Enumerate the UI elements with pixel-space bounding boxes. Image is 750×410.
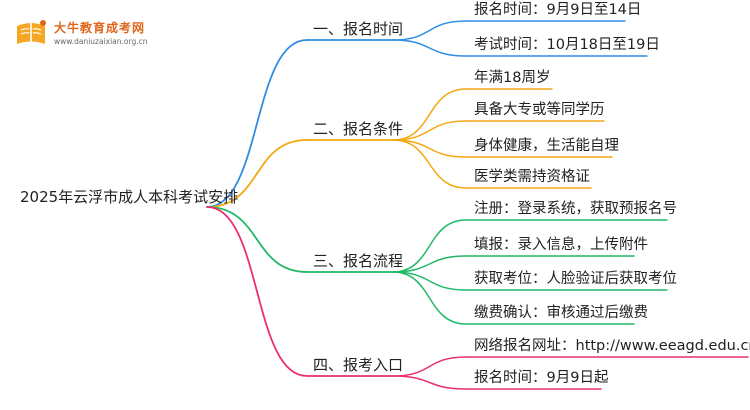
leaf-connector [392, 120, 467, 141]
leaf-connector [392, 271, 467, 325]
logo-name: 大牛教育成考网 [54, 21, 146, 35]
leaf-connector [392, 375, 467, 390]
leaf-connector [392, 88, 467, 141]
leaf-label: 获取考位：人脸验证后获取考位 [474, 271, 677, 287]
leaf-label: 年满18周岁 [474, 70, 551, 86]
root-topic: 2025年云浮市成人本科考试安排 [20, 188, 239, 206]
leaf-connector [392, 356, 467, 377]
leaf-label: 具备大专或等同学历 [474, 102, 605, 118]
leaf-connector [392, 271, 467, 291]
leaf-label: 报名时间：9月9日至14日 [474, 2, 642, 18]
leaf-connector [392, 219, 467, 273]
branch-label: 一、报名时间 [313, 20, 404, 38]
leaf-label: 医学类需持资格证 [474, 169, 590, 185]
leaf-connector [392, 39, 467, 57]
leaf-label: 考试时间：10月18日至19日 [474, 37, 660, 53]
leaf-connector [392, 255, 467, 273]
leaf-label: 填报：录入信息，上传附件 [474, 237, 648, 253]
root-connector [206, 206, 308, 273]
root-connector [206, 206, 308, 377]
branch-label: 三、报名流程 [313, 252, 404, 270]
branch-label: 二、报名条件 [313, 120, 404, 138]
leaf-connector [392, 139, 467, 189]
leaf-label: 缴费确认：审核通过后缴费 [474, 305, 648, 321]
leaf-connector [392, 20, 467, 41]
leaf-label: 注册：登录系统，获取预报名号 [474, 201, 677, 217]
root-connector [206, 139, 308, 208]
book-logo-icon [17, 20, 46, 44]
leaf-label: 身体健康，生活能自理 [474, 138, 619, 154]
leaf-label: 报名时间：9月9日起 [474, 370, 609, 386]
branch-label: 四、报考入口 [313, 356, 404, 374]
leaf-connector [392, 139, 467, 158]
logo-site: www.daniuzaixian.org.cn [54, 37, 148, 46]
logo: 大牛教育成考网 www.daniuzaixian.org.cn [14, 16, 174, 50]
leaf-label: 网络报名网址：http://www.eeagd.edu.cn/cr [474, 338, 750, 354]
root-connector [206, 39, 308, 208]
